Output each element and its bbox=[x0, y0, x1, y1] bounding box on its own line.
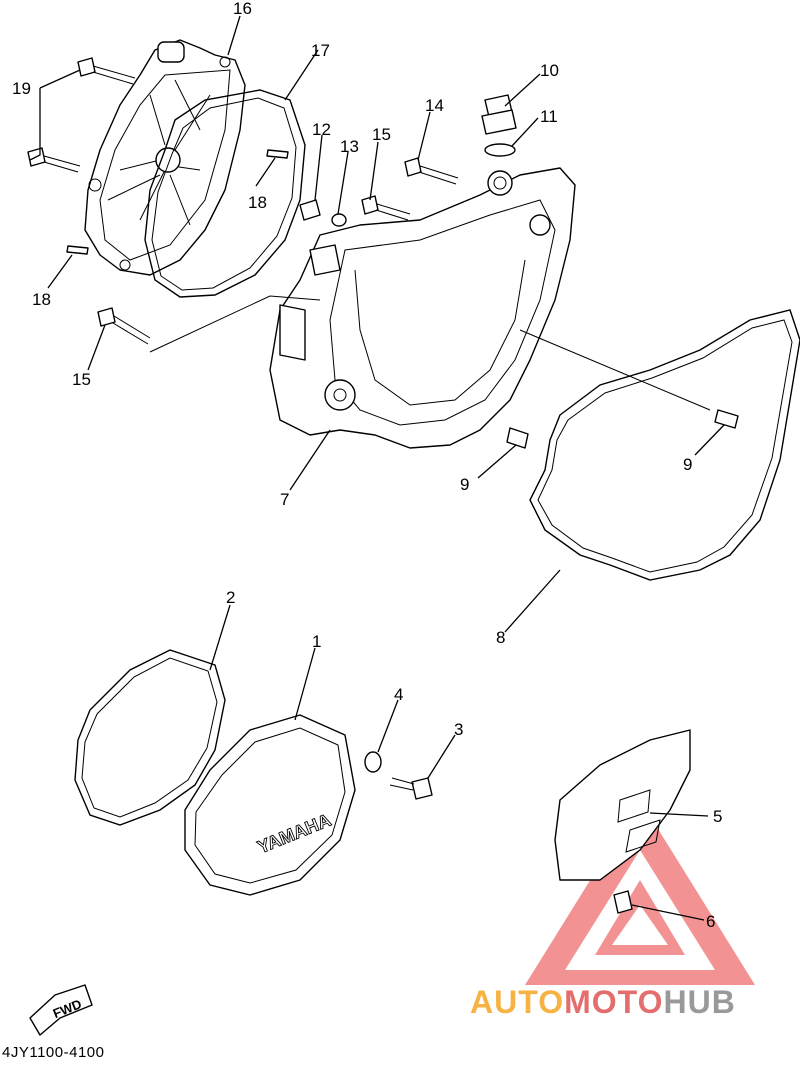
watermark-text-hub: HUB bbox=[663, 984, 735, 1020]
callout-19: 19 bbox=[12, 79, 31, 98]
watermark-triangle bbox=[525, 800, 755, 985]
svg-text:AUTOMOTOHUB: AUTOMOTOHUB bbox=[470, 984, 736, 1020]
watermark-text-moto: MOTO bbox=[564, 984, 663, 1020]
fwd-arrow: FWD bbox=[29, 984, 93, 1036]
callout-14: 14 bbox=[425, 96, 444, 115]
callout-3: 3 bbox=[454, 720, 463, 739]
part-2-gasket bbox=[74, 649, 226, 826]
callout-5: 5 bbox=[713, 807, 722, 826]
callout-6: 6 bbox=[706, 912, 715, 931]
callout-13: 13 bbox=[340, 137, 359, 156]
callout-7: 7 bbox=[280, 490, 289, 509]
callout-18b: 18 bbox=[32, 290, 51, 309]
diagram-code: 4JY1100-4100 bbox=[2, 1044, 105, 1061]
part-15-bolts bbox=[97, 195, 411, 345]
part-18-dowel-pins bbox=[66, 149, 289, 255]
part-7-crankcase-cover bbox=[269, 167, 576, 449]
part-1-generator-cover: YAMAHA bbox=[184, 714, 356, 896]
callout-18a: 18 bbox=[248, 193, 267, 212]
part-6-bolt bbox=[613, 890, 633, 914]
callout-9b: 9 bbox=[460, 475, 469, 494]
callout-12: 12 bbox=[312, 120, 331, 139]
watermark-logo: AUTOMOTOHUB bbox=[470, 800, 755, 1020]
callout-8: 8 bbox=[496, 628, 505, 647]
part-11-o-ring bbox=[484, 143, 516, 157]
callout-15a: 15 bbox=[372, 125, 391, 144]
part-8-gasket bbox=[529, 309, 800, 581]
part-16-clutch-cover bbox=[84, 39, 246, 276]
part-17-gasket bbox=[144, 89, 306, 298]
part-5-sprocket-cover bbox=[554, 729, 691, 881]
callout-9a: 9 bbox=[683, 455, 692, 474]
callout-11: 11 bbox=[540, 107, 558, 126]
callout-4: 4 bbox=[394, 685, 403, 704]
part-14-bolt bbox=[404, 157, 459, 185]
part-12-bolt bbox=[299, 199, 321, 221]
leader-lines bbox=[29, 15, 725, 921]
part-10-oil-filler-cap bbox=[481, 94, 517, 135]
part-9-dowels bbox=[506, 409, 739, 449]
callout-16: 16 bbox=[233, 0, 252, 18]
callout-17: 17 bbox=[311, 41, 330, 60]
part-3-bolt bbox=[389, 777, 433, 800]
callout-labels: 16 17 19 10 11 14 12 13 15 18 18 15 9 9 … bbox=[12, 0, 722, 931]
part-4-washer bbox=[364, 751, 382, 773]
callout-2: 2 bbox=[226, 588, 235, 607]
part-13-washer bbox=[331, 213, 347, 227]
watermark-text-auto: AUTO bbox=[470, 984, 564, 1020]
callout-1: 1 bbox=[312, 632, 321, 651]
callout-15b: 15 bbox=[72, 370, 91, 389]
callout-10: 10 bbox=[540, 61, 559, 80]
